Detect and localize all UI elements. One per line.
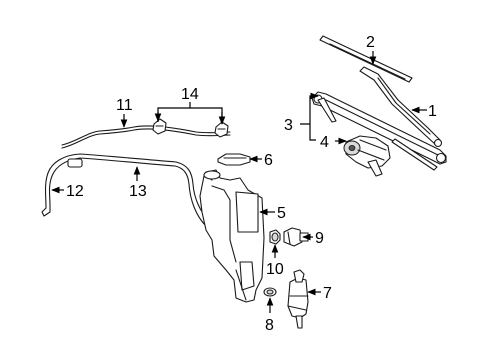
wiper-blade: [319, 35, 413, 83]
washer-hose-lower: [41, 153, 211, 227]
washer-hose-upper: [61, 125, 231, 149]
callout-9: 9: [315, 230, 324, 247]
pump-grommet: [263, 287, 277, 297]
leader-3a: [300, 92, 319, 125]
callout-3: 3: [284, 117, 293, 134]
leader-3b: [309, 124, 316, 141]
grommet: [269, 229, 281, 245]
callout-14: 14: [181, 86, 199, 103]
filler-neck-seal: [217, 153, 251, 166]
callout-10: 10: [266, 261, 284, 278]
washer-reservoir: [199, 169, 265, 303]
callout-12: 12: [66, 183, 84, 200]
callout-8: 8: [265, 317, 274, 334]
callout-13: 13: [129, 183, 147, 200]
hose-clip-right: [214, 121, 229, 138]
callout-6: 6: [264, 152, 273, 169]
callout-11: 11: [116, 97, 133, 114]
callout-1: 1: [428, 103, 437, 120]
callout-5: 5: [277, 205, 286, 222]
leader-14: [157, 107, 223, 124]
callout-labels: 1 2 3 4 5 6 7 8 9 10 11 12 13 14: [66, 34, 437, 334]
wiper-motor: [343, 135, 391, 177]
leader-lines: [51, 51, 427, 313]
callout-7: 7: [323, 285, 332, 302]
wiper-arm: [359, 66, 443, 148]
level-sensor: [283, 227, 309, 247]
callout-4: 4: [320, 134, 329, 151]
callout-2: 2: [366, 34, 375, 51]
washer-pump: [287, 269, 309, 329]
hose-clip-left: [152, 118, 167, 135]
